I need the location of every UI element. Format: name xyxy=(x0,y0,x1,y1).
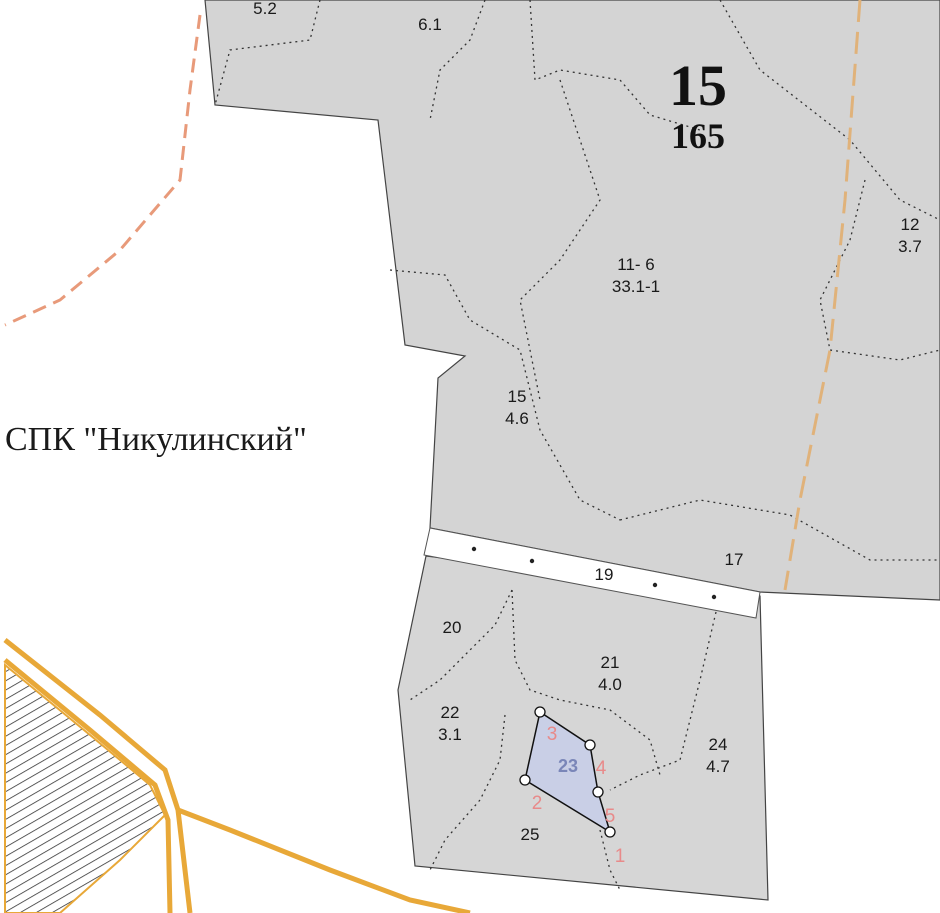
subdivision-area: 6.1 xyxy=(418,15,442,34)
subdivision-area: 4.7 xyxy=(706,757,730,776)
subdivision-area: 3.1 xyxy=(438,725,462,744)
plot-vertices xyxy=(519,706,616,838)
road-network xyxy=(3,638,471,913)
strip-dots xyxy=(471,546,717,600)
subdivision-number: 20 xyxy=(443,618,462,637)
subdivision-number: 21 xyxy=(601,653,620,672)
vertex-label-1: 1 xyxy=(615,846,626,867)
subdivision-labels: 5.2 6.1 12 3.7 11- 6 33.1-1 15 4.6 17 19… xyxy=(253,0,922,844)
plot-vertex-5 xyxy=(592,786,604,798)
plot-vertex-3 xyxy=(534,706,546,718)
vertex-label-4: 4 xyxy=(596,758,607,779)
subdivision-boundaries xyxy=(214,0,940,891)
plot-vertex-2 xyxy=(519,774,531,786)
hatched-area xyxy=(4,662,167,913)
vertex-label-3: 3 xyxy=(547,724,558,745)
district-boundary-dashed xyxy=(4,14,202,327)
subdivision-area: 33.1-1 xyxy=(612,277,660,296)
subdivision-area: 4.6 xyxy=(505,409,529,428)
plot-vertex-1 xyxy=(604,826,616,838)
subdivision-number: 24 xyxy=(709,735,728,754)
subdivision-number: 11- 6 xyxy=(617,255,655,274)
clearing-strip xyxy=(423,527,761,619)
subdivision-number: 22 xyxy=(441,703,460,722)
subdivision-number: 19 xyxy=(595,565,614,584)
plot-vertex-4 xyxy=(584,739,596,751)
subdivision-number: 25 xyxy=(521,825,540,844)
subdivision-number: 15 xyxy=(508,387,527,406)
subdivision-number: 12 xyxy=(901,215,920,234)
quarter-number: 15 xyxy=(669,53,727,118)
subdivision-number: 17 xyxy=(725,550,744,569)
quarter-area: 165 xyxy=(671,116,725,156)
subdivision-area: 4.0 xyxy=(598,675,622,694)
subdivision-area: 5.2 xyxy=(253,0,277,18)
subdivision-area: 3.7 xyxy=(898,237,922,256)
vertex-labels: 1 2 3 4 5 xyxy=(532,724,626,867)
forest-quarter-area xyxy=(204,0,940,601)
vertex-label-2: 2 xyxy=(532,793,543,814)
plot-number: 23 xyxy=(558,756,578,776)
vertex-label-5: 5 xyxy=(605,806,616,827)
organization-label: СПК "Никулинский" xyxy=(5,421,307,458)
road-dashed-beige xyxy=(783,0,862,591)
plot-polygon xyxy=(524,710,612,834)
